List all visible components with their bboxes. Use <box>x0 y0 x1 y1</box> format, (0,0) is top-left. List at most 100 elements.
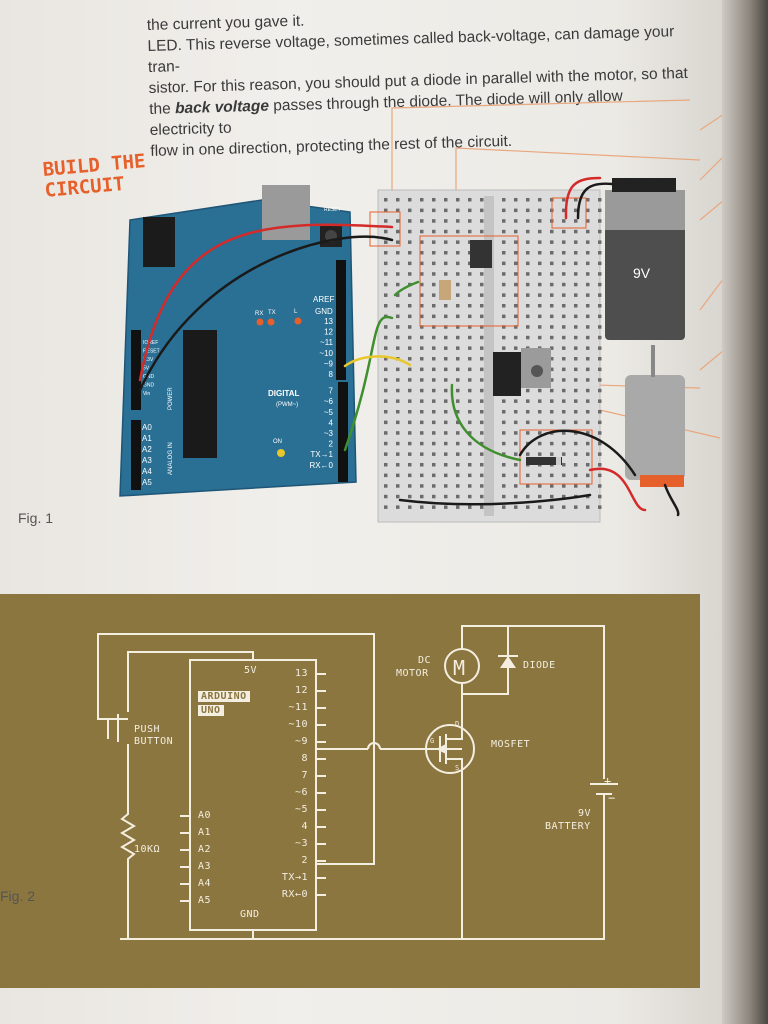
arduino-label: ARDUINO <box>198 691 250 702</box>
breadboard-hole <box>526 219 530 223</box>
board-pin-label: 12 <box>324 328 333 337</box>
breadboard-hole <box>562 441 566 446</box>
breadboard-hole <box>456 325 460 329</box>
breadboard-hole <box>468 452 472 456</box>
battery-9v: 9V <box>605 178 685 340</box>
board-power-pin-label: Vin <box>143 391 150 397</box>
breadboard-hole <box>502 198 506 202</box>
breadboard-hole <box>468 325 472 329</box>
breadboard-hole <box>396 505 400 509</box>
fig1-illustration: RESET AREF GND DIGITAL (PWM~) ON RX TX L… <box>119 99 722 523</box>
breadboard-hole <box>538 198 542 202</box>
breadboard-hole <box>432 378 436 382</box>
breadboard-hole <box>420 261 424 266</box>
breadboard-hole <box>396 325 400 329</box>
rx-led <box>256 318 264 326</box>
board-pin-label: ~5 <box>324 408 334 417</box>
mosfet-symbol <box>425 724 475 774</box>
breadboard-hole <box>550 314 554 319</box>
breadboard-hole <box>526 335 530 340</box>
breadboard-hole <box>444 208 448 213</box>
breadboard-hole <box>444 357 448 361</box>
breadboard-hole <box>468 410 472 414</box>
breadboard-hole <box>456 388 460 393</box>
on-led <box>277 449 285 457</box>
breadboard-hole <box>526 388 530 393</box>
breadboard-hole <box>432 420 436 425</box>
breadboard-hole <box>408 420 412 425</box>
on-label: ON <box>273 439 282 445</box>
breadboard-hole <box>598 251 602 255</box>
breadboard-hole <box>420 473 424 478</box>
breadboard-hole <box>456 494 460 499</box>
breadboard-hole <box>514 208 518 213</box>
breadboard-hole <box>598 208 602 213</box>
breadboard-hole <box>480 208 484 213</box>
board-pin-label: 2 <box>329 440 334 449</box>
breadboard-hole <box>456 378 460 382</box>
breadboard-hole <box>420 367 424 372</box>
breadboard-hole <box>514 473 518 478</box>
breadboard-hole <box>574 198 578 202</box>
breadboard-hole <box>598 229 602 234</box>
breadboard-hole <box>408 484 412 488</box>
breadboard-hole <box>526 261 530 266</box>
breadboard-hole <box>444 367 448 372</box>
breadboard-hole <box>502 240 506 244</box>
breadboard-hole <box>384 452 388 456</box>
breadboard-hole <box>396 272 400 276</box>
board-pin-label: ~3 <box>324 429 334 438</box>
breadboard-hole <box>384 219 388 223</box>
breadboard-hole <box>384 473 388 478</box>
breadboard-hole <box>550 410 554 414</box>
breadboard-hole <box>432 219 436 223</box>
breadboard-hole <box>526 272 530 276</box>
breadboard-hole <box>502 399 506 403</box>
breadboard-hole <box>396 240 400 244</box>
breadboard-hole <box>562 399 566 403</box>
breadboard-hole <box>396 335 400 340</box>
breadboard-hole <box>396 261 400 266</box>
breadboard-hole <box>598 346 602 350</box>
board-pin-label: 7 <box>329 387 334 396</box>
breadboard-hole <box>384 410 388 414</box>
board-pin-label: ~6 <box>324 397 334 406</box>
breadboard-hole <box>502 325 506 329</box>
breadboard-hole <box>420 420 424 425</box>
breadboard-hole <box>444 229 448 234</box>
breadboard-hole <box>502 410 506 414</box>
breadboard-hole <box>598 431 602 435</box>
breadboard-hole <box>444 388 448 393</box>
breadboard-hole <box>514 431 518 435</box>
breadboard-hole <box>598 272 602 276</box>
breadboard-hole <box>586 473 590 478</box>
breadboard-hole <box>444 314 448 319</box>
breadboard-hole <box>562 473 566 478</box>
breadboard-hole <box>550 325 554 329</box>
breadboard-hole <box>444 420 448 425</box>
breadboard-hole <box>550 420 554 425</box>
breadboard-hole <box>550 378 554 382</box>
breadboard-hole <box>456 357 460 361</box>
battery-label: BATTERY <box>545 821 591 832</box>
board-analog-pin-label: A1 <box>142 434 152 443</box>
breadboard-hole <box>598 282 602 287</box>
schematic-analog-pin-label: A2 <box>198 844 212 855</box>
breadboard <box>369 189 602 523</box>
breadboard-hole <box>514 240 518 244</box>
breadboard-hole <box>396 219 400 223</box>
breadboard-hole <box>444 473 448 478</box>
breadboard-hole <box>586 293 590 297</box>
breadboard-hole <box>432 208 436 213</box>
breadboard-hole <box>598 484 602 488</box>
board-power-pin-label: IOREF <box>143 340 158 346</box>
breadboard-hole <box>384 484 388 488</box>
breadboard-hole <box>456 473 460 478</box>
breadboard-hole <box>408 314 412 319</box>
breadboard-hole <box>432 357 436 361</box>
breadboard-hole <box>574 367 578 372</box>
breadboard-hole <box>444 198 448 202</box>
breadboard-hole <box>456 272 460 276</box>
breadboard-hole <box>550 346 554 350</box>
breadboard-hole <box>456 251 460 255</box>
